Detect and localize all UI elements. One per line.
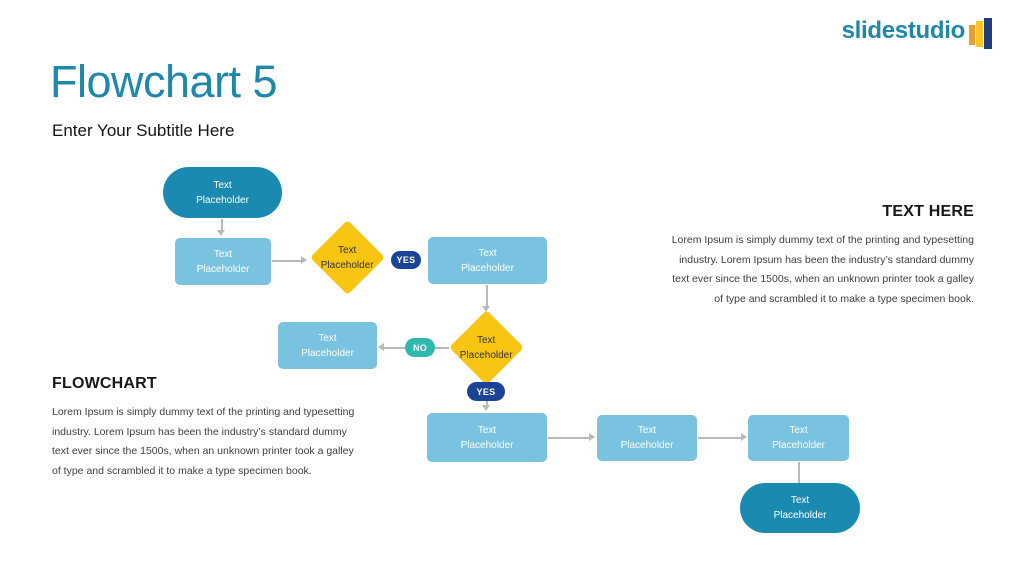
connector-process2-to-decision2 xyxy=(486,285,488,307)
decision-node-2-label: Text Placeholder xyxy=(460,334,513,361)
process-node-5: Text Placeholder xyxy=(597,415,697,461)
decision-node-1: Text Placeholder xyxy=(310,220,385,295)
flowchart-text-block: FLOWCHART Lorem Ipsum is simply dummy te… xyxy=(52,375,354,481)
yes-badge-1: YES xyxy=(391,251,421,269)
arrowhead-right-icon xyxy=(589,433,595,441)
text-here-heading: TEXT HERE xyxy=(882,203,974,220)
arrowhead-down-icon xyxy=(482,405,490,411)
connector-start-to-process1 xyxy=(221,219,223,231)
arrowhead-down-icon xyxy=(482,306,490,312)
text-here-paragraph: Lorem Ipsum is simply dummy text of the … xyxy=(671,234,974,305)
yes-badge-2: YES xyxy=(467,382,505,401)
slide-title: Flowchart 5 xyxy=(50,56,278,107)
process-node-4: Text Placeholder xyxy=(427,413,547,462)
text-here-block: TEXT HERE Lorem Ipsum is simply dummy te… xyxy=(672,203,974,309)
logo-flag-icon xyxy=(969,18,992,49)
process-node-2: Text Placeholder xyxy=(428,237,547,284)
connector-process5-to-process6 xyxy=(698,437,742,439)
logo: slidestudio xyxy=(842,16,992,49)
logo-bar-navy xyxy=(984,18,992,49)
arrowhead-left-icon xyxy=(378,343,384,351)
logo-text: slidestudio xyxy=(841,17,966,44)
arrowhead-right-icon xyxy=(301,256,307,264)
logo-bar-orange xyxy=(969,25,975,45)
start-terminator-node: Text Placeholder xyxy=(163,167,282,218)
no-badge: NO xyxy=(405,338,435,357)
process-node-3: Text Placeholder xyxy=(278,322,377,369)
logo-bar-yellow xyxy=(976,21,983,47)
end-terminator-node: Text Placeholder xyxy=(740,483,860,533)
flowchart-paragraph: Lorem Ipsum is simply dummy text of the … xyxy=(52,406,355,477)
arrowhead-right-icon xyxy=(741,433,747,441)
decision-node-1-label: Text Placeholder xyxy=(321,244,374,271)
connector-process4-to-process5 xyxy=(548,437,590,439)
slide-subtitle: Enter Your Subtitle Here xyxy=(52,121,235,140)
arrowhead-down-icon xyxy=(217,230,225,236)
connector-process1-to-decision1 xyxy=(272,260,302,262)
process-node-6: Text Placeholder xyxy=(748,415,849,461)
connector-process6-to-end xyxy=(798,462,800,483)
process-node-1: Text Placeholder xyxy=(175,238,271,285)
flowchart-heading: FLOWCHART xyxy=(52,375,157,392)
decision-node-2: Text Placeholder xyxy=(449,310,524,385)
